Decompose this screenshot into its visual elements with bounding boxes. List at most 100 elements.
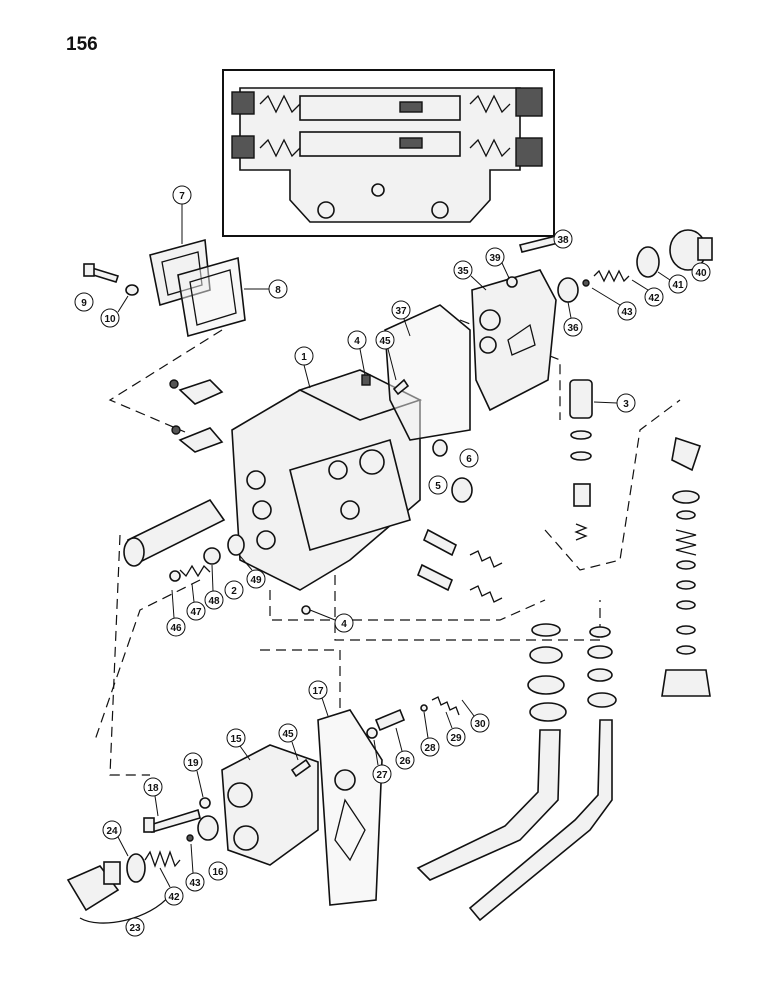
callout-4b: 4	[309, 609, 354, 633]
svg-text:3: 3	[623, 399, 629, 410]
valve-housing	[231, 369, 423, 591]
callout-7: 7	[172, 185, 192, 244]
callout-26: 26	[395, 727, 415, 770]
callout-41: 41	[657, 271, 688, 294]
small-parts-middle	[290, 378, 460, 778]
control-spool	[123, 498, 245, 582]
svg-text:26: 26	[399, 756, 411, 767]
callout-36: 36	[563, 301, 583, 337]
seal-stack	[527, 623, 617, 722]
callout-48: 48	[204, 564, 224, 610]
svg-text:4: 4	[341, 619, 347, 630]
svg-text:4: 4	[354, 336, 360, 347]
callout-4a: 4	[347, 330, 367, 376]
callout-37: 37	[391, 300, 411, 337]
callout-19: 19	[183, 752, 204, 798]
svg-text:42: 42	[168, 892, 180, 903]
callout-23: 23	[125, 917, 145, 937]
callout-17: 17	[308, 680, 329, 717]
screw-9	[83, 263, 139, 296]
svg-text:15: 15	[230, 734, 242, 745]
svg-text:43: 43	[621, 307, 633, 318]
svg-text:36: 36	[567, 323, 579, 334]
svg-text:46: 46	[170, 623, 182, 634]
callout-42a: 42	[631, 279, 664, 307]
callout-45b: 45	[278, 723, 299, 761]
svg-text:37: 37	[395, 306, 407, 317]
plunger-column	[569, 379, 593, 541]
svg-text:10: 10	[104, 314, 116, 325]
callout-labels: 1 2 3 4 4 5 6 7 8 9 10 15 16 17 18 19 23…	[74, 185, 711, 937]
callout-18: 18	[143, 777, 163, 817]
end-cover	[221, 709, 383, 906]
svg-text:30: 30	[474, 719, 486, 730]
svg-text:5: 5	[435, 481, 441, 492]
svg-text:48: 48	[208, 596, 220, 607]
svg-text:29: 29	[450, 733, 462, 744]
callout-46: 46	[166, 589, 186, 637]
svg-text:16: 16	[212, 867, 224, 878]
callout-39: 39	[485, 247, 510, 279]
svg-text:41: 41	[672, 280, 684, 291]
svg-text:18: 18	[147, 783, 159, 794]
svg-text:47: 47	[190, 607, 202, 618]
svg-text:45: 45	[282, 729, 294, 740]
svg-text:2: 2	[231, 586, 237, 597]
svg-text:43: 43	[189, 878, 201, 889]
callout-10: 10	[100, 295, 129, 328]
callout-8: 8	[244, 279, 288, 299]
callout-30: 30	[461, 699, 490, 733]
svg-text:17: 17	[312, 686, 324, 697]
callout-2: 2	[224, 580, 244, 600]
callout-47: 47	[186, 583, 206, 621]
callout-38: 38	[553, 229, 573, 249]
poppets	[416, 439, 503, 603]
svg-text:39: 39	[489, 253, 501, 264]
svg-text:49: 49	[250, 575, 262, 586]
control-levers	[416, 719, 613, 922]
svg-text:35: 35	[457, 266, 469, 277]
svg-text:7: 7	[179, 191, 185, 202]
svg-text:1: 1	[301, 352, 307, 363]
svg-text:6: 6	[466, 454, 472, 465]
svg-text:23: 23	[129, 923, 141, 934]
assembly-lines	[94, 319, 681, 776]
svg-text:40: 40	[695, 268, 707, 279]
callout-1: 1	[294, 346, 314, 389]
svg-text:24: 24	[106, 826, 118, 837]
svg-text:28: 28	[424, 743, 436, 754]
callout-35: 35	[453, 260, 487, 291]
svg-text:38: 38	[557, 235, 569, 246]
callout-40: 40	[691, 262, 711, 282]
callout-5: 5	[428, 475, 448, 495]
callout-49: 49	[239, 555, 266, 589]
callout-45a: 45	[375, 330, 397, 381]
page-number: 156	[66, 34, 98, 55]
detent-levers	[169, 379, 224, 453]
svg-text:19: 19	[187, 758, 199, 769]
callout-16: 16	[208, 861, 228, 881]
svg-text:9: 9	[81, 298, 87, 309]
bottom-left-parts	[66, 797, 219, 924]
svg-text:27: 27	[376, 770, 388, 781]
callout-43a: 43	[591, 287, 637, 321]
svg-text:42: 42	[648, 293, 660, 304]
callout-29: 29	[445, 711, 466, 747]
callout-15: 15	[226, 728, 251, 761]
callout-9: 9	[74, 292, 94, 312]
callout-6: 6	[459, 448, 479, 468]
callout-3: 3	[593, 393, 636, 413]
callout-43b: 43	[185, 843, 205, 892]
callout-28: 28	[420, 711, 440, 757]
relief-valve-parts	[506, 229, 713, 303]
callout-27: 27	[372, 739, 392, 784]
cover-plate	[149, 238, 246, 338]
callout-42b: 42	[159, 867, 184, 906]
end-plate	[384, 269, 557, 441]
callout-24: 24	[102, 820, 129, 857]
right-column-parts	[661, 436, 711, 697]
svg-text:8: 8	[275, 285, 281, 296]
cutaway-inset	[222, 69, 555, 237]
svg-text:45: 45	[379, 336, 391, 347]
